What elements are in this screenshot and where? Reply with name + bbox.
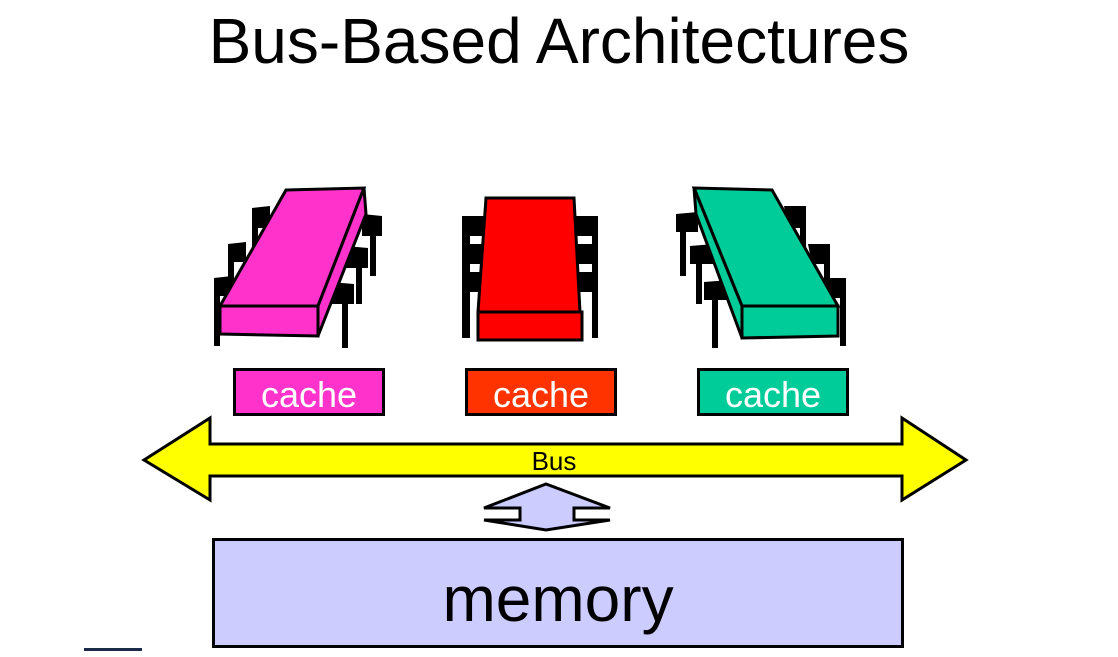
page-title: Bus-Based Architectures [208,5,910,77]
processor-chip-2-top [476,196,582,314]
processor-chip-2 [462,196,598,342]
cache-box-3: cache [697,368,849,416]
processor-chip-1 [214,186,382,348]
cache-box-1: cache [233,368,385,416]
footer-divider [84,648,142,651]
cache-box-2: cache [465,368,617,416]
cache-label-2: cache [492,374,590,415]
cache-label-3: cache [724,374,822,415]
memory-box: memory [212,538,904,648]
processor-chip-1-side [218,304,320,338]
processor-chip-2-side [476,310,584,342]
cache-label-1: cache [260,374,358,415]
processor-chip-3-side [740,304,840,340]
bus-label: Bus [531,446,577,476]
bus-arrow [141,415,969,503]
processor-chip-3 [676,186,846,348]
memory-label: memory [442,563,674,635]
memory-connector-arrow [483,482,611,532]
